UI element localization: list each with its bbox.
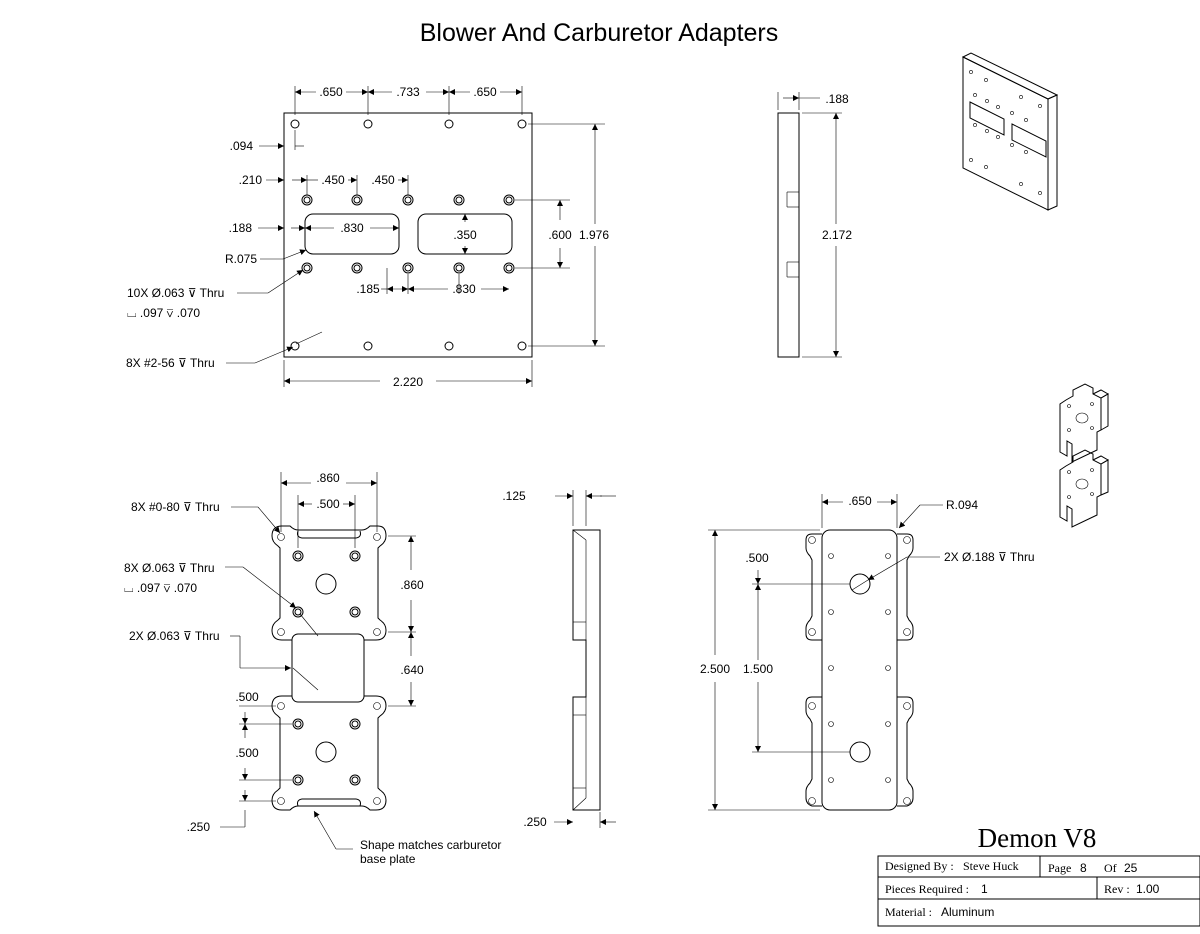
dim-210: .210 [239,173,263,187]
dim-830-hole: .830 [452,282,476,296]
page-value: 8 [1080,861,1087,875]
dim-500-width: .500 [316,497,340,511]
dim-500-v2: .500 [235,746,259,760]
blower-adapter-top-view: .650 .733 .650 .094 .210 .450 .450 .188 … [126,85,609,389]
dim-250-side: .250 [523,815,547,829]
dim-1976: 1.976 [579,228,609,242]
of-label: Of [1104,861,1117,875]
carb-adapter-front-view: .650 R.094 2X Ø.188 ⊽ Thru 2.500 .500 1.… [700,494,1035,811]
dim-450-a: .450 [321,173,345,187]
dim-640: .640 [400,663,424,677]
dim-2172: 2.172 [822,228,852,242]
callout-2x-188: 2X Ø.188 ⊽ Thru [944,550,1035,564]
note-shape-2: base plate [360,852,416,866]
dim-r094: R.094 [946,498,978,512]
dim-1500: 1.500 [743,662,773,676]
left-slot [304,213,400,255]
blower-adapter-isometric [961,52,1059,211]
dim-185: .185 [356,282,380,296]
dim-650-front: .650 [848,494,872,508]
callout-counterbore: ⌴ .097 ⊽ .070 [127,306,200,320]
designed-by-value: Steve Huck [963,859,1019,873]
dim-733: .733 [396,85,420,99]
dim-650-left: .650 [319,85,343,99]
dim-r075: R.075 [225,252,257,266]
dim-2220: 2.220 [393,375,423,389]
rev-label: Rev : [1104,882,1130,896]
dim-860-height: .860 [400,578,424,592]
callout-10x-holes: 10X Ø.063 ⊽ Thru [127,286,224,300]
of-value: 25 [1124,861,1138,875]
carb-holes [277,533,381,805]
pieces-value: 1 [981,882,988,896]
callout-2x-063: 2X Ø.063 ⊽ Thru [129,629,220,643]
callout-counterbore-carb: ⌴ .097 ⊽ .070 [124,581,197,595]
dim-125: .125 [502,489,526,503]
dim-250-carb: .250 [187,820,211,834]
title-block: Demon V8 Designed By : Steve Huck Page 8… [877,823,1200,927]
dim-450-b: .450 [371,173,395,187]
dim-500-front: .500 [745,551,769,565]
dim-500-v1: .500 [235,690,259,704]
dim-350: .350 [453,228,477,242]
dim-188: .188 [229,221,253,235]
carb-adapter-isometric [1059,383,1110,528]
callout-8x-tapped: 8X #2-56 ⊽ Thru [126,356,215,370]
material-value: Aluminum [941,905,994,919]
dim-860-width: .860 [316,471,340,485]
material-label: Material : [885,905,932,919]
callout-8x-080: 8X #0-80 ⊽ Thru [131,500,220,514]
pieces-label: Pieces Required : [885,882,969,896]
dim-188-thick: .188 [825,92,849,106]
blower-adapter-side-view: .188 2.172 [777,92,852,358]
dim-830-slot: .830 [340,221,364,235]
rev-value: 1.00 [1136,882,1160,896]
note-shape: Shape matches carburetor [360,838,501,852]
callout-8x-063: 8X Ø.063 ⊽ Thru [124,561,215,575]
carb-adapter-top-view: .860 .500 8X #0-80 ⊽ Thru 8X Ø.063 ⊽ Thr… [124,471,501,866]
dim-650-right: .650 [473,85,497,99]
page-label: Page [1048,861,1071,875]
carb-adapter-side-view: .125 .250 [502,489,616,829]
front-view-holes [808,536,911,805]
dim-094: .094 [230,139,254,153]
counterbored-holes [301,194,515,274]
project-name: Demon V8 [978,823,1097,853]
carb-plate-outline [271,525,387,811]
designed-by-label: Designed By : [885,859,954,873]
dim-2500: 2.500 [700,662,730,676]
drawing-title: Blower And Carburetor Adapters [420,19,779,47]
dim-600: .600 [548,228,572,242]
mounting-holes [290,119,527,351]
